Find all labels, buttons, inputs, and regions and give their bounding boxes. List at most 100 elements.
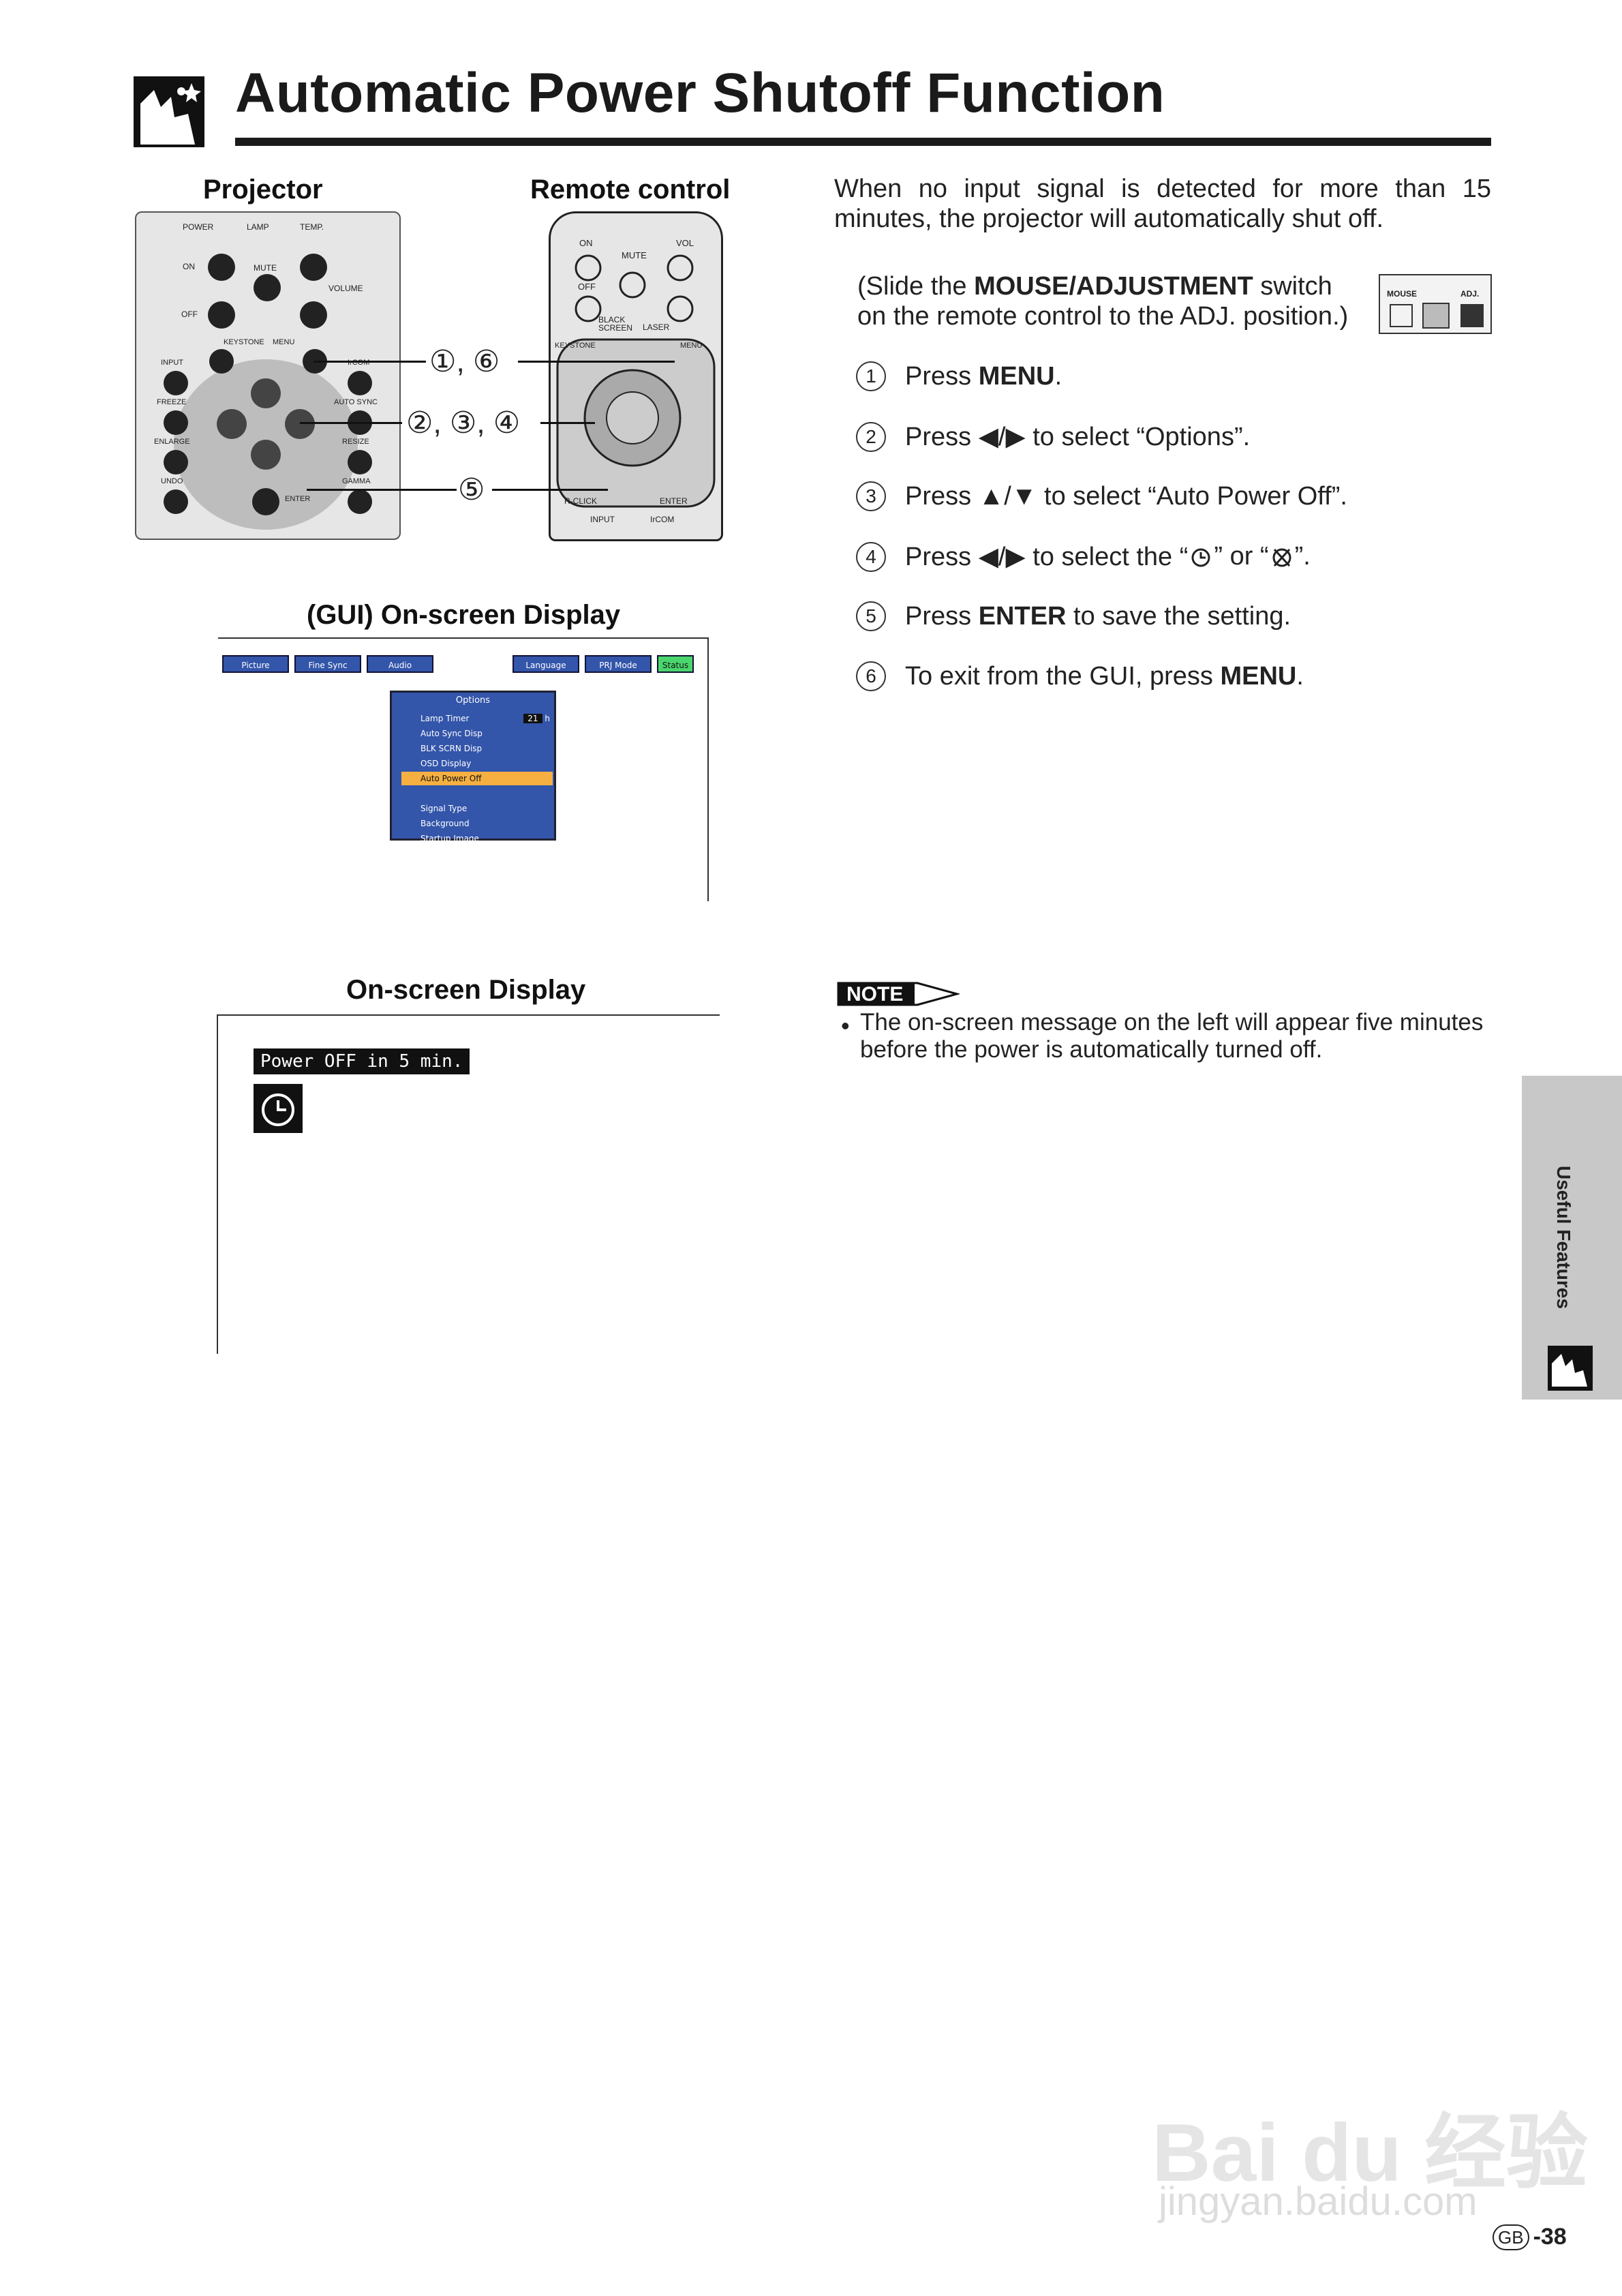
projector-panel: POWER LAMP TEMP. ON MUTE VOLUME OFF KEYS… — [135, 211, 401, 540]
timer-icon — [254, 1084, 303, 1133]
power-label: POWER — [183, 222, 214, 232]
lamp-hours: 21 — [523, 714, 542, 723]
undo-label: UNDO — [161, 477, 183, 485]
tab-fine-sync[interactable]: Fine Sync — [294, 655, 361, 673]
switch-adj-label: ADJ. — [1460, 289, 1480, 299]
gamma-label: GAMMA — [342, 477, 371, 485]
step-6: 6 To exit from the GUI, press MENU. — [856, 661, 1304, 691]
step-5: 5 Press ENTER to save the setting. — [856, 601, 1291, 631]
callout-line-2 — [300, 422, 402, 424]
callout-5: ⑤ — [458, 473, 485, 507]
page-number-text: -38 — [1533, 2224, 1567, 2250]
remote-on-label: ON — [579, 238, 593, 248]
timer-on-icon — [1191, 548, 1210, 567]
step-number-6: 6 — [856, 661, 886, 691]
auto-sync-label: AUTO SYNC — [334, 398, 378, 406]
osd-label: On-screen Display — [346, 975, 586, 1005]
side-tab-label: Useful Features — [1553, 1166, 1574, 1310]
note-label: NOTE — [846, 983, 904, 1006]
remote-enter-label: ENTER — [660, 496, 688, 506]
osd-screen: Power OFF in 5 min. — [217, 1014, 720, 1354]
tab-language[interactable]: Language — [512, 655, 579, 673]
ircom-label: IrCOM — [348, 359, 370, 367]
enlarge-label: ENLARGE — [154, 438, 190, 446]
callout-line-5 — [307, 489, 457, 491]
page-title: Automatic Power Shutoff Function — [235, 62, 1165, 124]
gui-tab-bar: Picture Fine Sync Audio Language PRJ Mod… — [222, 655, 703, 673]
remote-keystone-label: KEYSTONE — [555, 342, 596, 350]
osd-power-off-message: Power OFF in 5 min. — [254, 1048, 470, 1074]
on-label: ON — [183, 262, 195, 271]
lamp-unit: h — [545, 714, 550, 723]
gui-screen: Picture Fine Sync Audio Language PRJ Mod… — [218, 637, 709, 901]
options-menu-title: Options — [455, 695, 491, 706]
remote-laser-label: LASER — [643, 322, 670, 332]
menu-row-osd-display[interactable]: OSD Display — [420, 759, 472, 768]
callout-line-1 — [313, 361, 426, 363]
menu-row-blk-scrn-disp[interactable]: BLK SCRN Disp — [420, 744, 483, 753]
menu-row-auto-power-off[interactable]: Auto Power Off — [401, 772, 553, 785]
step-number-5: 5 — [856, 601, 886, 631]
menu-row-blank[interactable] — [401, 787, 553, 800]
step-number-3: 3 — [856, 481, 886, 511]
remote-off-label: OFF — [578, 282, 596, 292]
callout-line-5r — [492, 489, 608, 491]
remote-black-screen-label: BLACK SCREEN — [598, 315, 633, 333]
mouse-adj-switch-icon: MOUSE ADJ. — [1379, 274, 1492, 334]
intro-text: When no input signal is detected for mor… — [834, 175, 1491, 233]
enter-label: ENTER — [285, 495, 311, 503]
remote-rclick-label: R-CLICK — [564, 496, 598, 506]
volume-label: VOLUME — [328, 284, 363, 293]
step-number-1: 1 — [856, 361, 886, 391]
side-tab — [1522, 1076, 1622, 1400]
watermark-url: jingyan.baidu.com — [1159, 2179, 1478, 2224]
keystone-label: KEYSTONE — [224, 338, 264, 346]
lamp-label: LAMP — [247, 222, 269, 232]
tab-prj-mode[interactable]: PRJ Mode — [585, 655, 652, 673]
remote-mute-label: MUTE — [622, 250, 647, 260]
callout-line-2r — [540, 422, 595, 424]
remote-input-label: INPUT — [590, 515, 615, 524]
step-2: 2 Press ◀/▶ to select “Options”. — [856, 421, 1250, 452]
title-rule — [235, 138, 1491, 146]
resize-label: RESIZE — [342, 438, 369, 446]
tab-audio[interactable]: Audio — [367, 655, 433, 673]
chapter-icon — [134, 76, 204, 147]
menu-row-signal-info[interactable]: Signal Info — [420, 849, 464, 858]
projector-label: Projector — [203, 175, 323, 205]
remote-label: Remote control — [530, 175, 731, 205]
temp-label: TEMP. — [300, 222, 324, 232]
remote-ircom-label: IrCOM — [650, 515, 675, 524]
menu-row-signal-type[interactable]: Signal Type — [420, 804, 468, 813]
mute-label: MUTE — [254, 263, 277, 273]
note-bullet: • — [841, 1012, 850, 1040]
note-badge: NOTE — [837, 982, 960, 1006]
remote-menu-label: MENU — [680, 342, 703, 350]
step-4: 4 Press ◀/▶ to select the “ ” or “ ”. — [856, 541, 1311, 572]
menu-row-startup-image[interactable]: Startup Image — [420, 834, 479, 843]
menu-row-auto-sync-disp[interactable]: Auto Sync Disp — [420, 729, 483, 738]
gui-display-label: (GUI) On-screen Display — [307, 600, 621, 630]
remote-control: ON MUTE VOL OFF BLACK SCREEN LASER KEYST… — [549, 211, 723, 541]
tab-status[interactable]: Status — [657, 655, 694, 673]
side-tab-icon — [1548, 1346, 1593, 1391]
step-number-4: 4 — [856, 541, 886, 572]
callout-2-3-4: ②, ③, ④ — [406, 406, 521, 440]
slide-switch-note: (Slide the MOUSE/ADJUSTMENT switch on th… — [857, 272, 1349, 331]
off-label: OFF — [181, 309, 198, 319]
input-label: INPUT — [161, 359, 183, 367]
page-number: GB -38 — [1493, 2224, 1567, 2250]
timer-off-icon — [1272, 548, 1291, 567]
step-number-2: 2 — [856, 421, 886, 452]
note-text: The on-screen message on the left will a… — [860, 1009, 1484, 1063]
freeze-label: FREEZE — [157, 398, 187, 406]
callout-line-1r — [518, 361, 675, 363]
remote-vol-label: VOL — [676, 238, 694, 248]
step-3: 3 Press ▲/▼ to select “Auto Power Off”. — [856, 481, 1347, 511]
region-badge: GB — [1493, 2224, 1529, 2250]
tab-picture[interactable]: Picture — [222, 655, 289, 673]
watermark-logo: Bai du 经验 — [1152, 2107, 1589, 2199]
menu-row-background[interactable]: Background — [420, 819, 470, 828]
